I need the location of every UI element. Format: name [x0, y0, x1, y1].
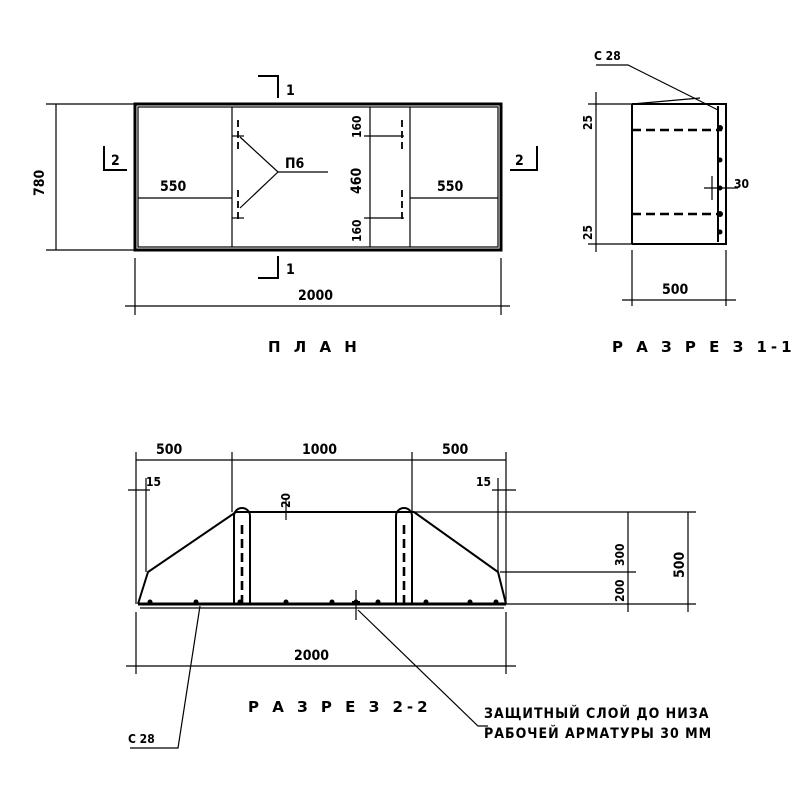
- section-1-1-view: С 28 30 25 25 500 Р А З Р Е З 1-1: [581, 49, 796, 356]
- cover-note: ЗАЩИТНЫЙ СЛОЙ ДО НИЗА РАБОЧЕЙ АРМАТУРЫ 3…: [484, 705, 712, 742]
- section-1-1-title: Р А З Р Е З 1-1: [612, 338, 796, 356]
- s22-dim-mid: 1000: [302, 442, 337, 458]
- plan-dim-bottom: 160: [350, 219, 364, 242]
- s22-loop-right: [395, 507, 413, 604]
- s22-dim-height: 500: [672, 551, 688, 578]
- section-2-2-view: 500 1000 500 15 15 20 300 200 500 2000 С…: [126, 442, 696, 749]
- s22-dim-edge-left: 15: [146, 475, 161, 489]
- s11-rebar-dot: [717, 157, 723, 163]
- plan-dim-left: 550: [160, 179, 187, 195]
- plan-leader-p6: [239, 136, 328, 173]
- s11-top-edge: [631, 97, 701, 105]
- s11-rebar-label: С 28: [594, 49, 621, 63]
- s11-dim-top: 25: [581, 115, 595, 130]
- s22-dim-loop: 20: [279, 493, 293, 508]
- plan-dim-top: 160: [350, 115, 364, 138]
- plan-rebar-label: П6: [285, 156, 305, 172]
- s22-dim-upper: 300: [613, 543, 627, 566]
- s22-dim-edge-right: 15: [476, 475, 491, 489]
- section-marker-1-top: [258, 75, 279, 98]
- s11-leader-c28: [596, 64, 719, 111]
- s22-rebar-dot: [329, 599, 335, 605]
- plan-dim-length: 2000: [298, 288, 333, 304]
- plan-inner-outline: [137, 106, 499, 248]
- plan-view: П6 550 550 460 160 160 780 2000 1 1 2 2 …: [32, 75, 538, 356]
- s11-dim-bottom: 25: [581, 225, 595, 240]
- s22-rebar-dot: [283, 599, 289, 605]
- s22-rebar-dot: [193, 599, 199, 605]
- s11-dim-width: 500: [662, 282, 689, 298]
- s11-dim-cover: 30: [734, 177, 749, 191]
- s11-rebar-dot: [717, 125, 723, 131]
- plan-dim-mid: 460: [349, 167, 365, 194]
- s11-outline: [632, 103, 727, 245]
- s22-rebar-dot: [237, 599, 243, 605]
- s22-dim-right: 500: [442, 442, 469, 458]
- s22-rebar-dot: [493, 599, 499, 605]
- section-2-2-title: Р А З Р Е З 2-2: [248, 698, 432, 716]
- section-marker-2-left: [103, 146, 127, 171]
- plan-leader-p6-b: [239, 171, 279, 209]
- plan-dim-right: 550: [437, 179, 464, 195]
- s22-rebar-label: С 28: [128, 732, 155, 746]
- plan-dim-width: 780: [32, 169, 48, 196]
- s22-loop-left: [233, 507, 251, 604]
- s22-rebar-dot: [147, 599, 153, 605]
- section-marker-2-right: [510, 146, 538, 171]
- plan-title: П Л А Н: [268, 338, 361, 356]
- s11-rebar-dot: [717, 229, 723, 235]
- s22-dim-lower: 200: [613, 579, 627, 602]
- s22-dim-length: 2000: [294, 648, 329, 664]
- s22-rebar-dot: [467, 599, 473, 605]
- section-marker-2-left-label: 2: [111, 153, 120, 169]
- section-marker-2-right-label: 2: [515, 153, 524, 169]
- note-line-2: РАБОЧЕЙ АРМАТУРЫ 30 ММ: [484, 725, 712, 742]
- s22-rebar-dot: [423, 599, 429, 605]
- s22-outline: [137, 511, 507, 605]
- s22-leader-c28: [130, 605, 201, 749]
- section-marker-1-bottom-label: 1: [286, 262, 295, 278]
- section-marker-1-top-label: 1: [286, 83, 295, 99]
- s22-rebar-dot: [375, 599, 381, 605]
- plan-outline: [133, 102, 503, 252]
- section-marker-1-bottom: [258, 256, 279, 279]
- s22-leader-note: [357, 609, 488, 727]
- note-line-1: ЗАЩИТНЫЙ СЛОЙ ДО НИЗА: [484, 705, 709, 722]
- s11-rebar-dot: [717, 211, 723, 217]
- s22-dim-left: 500: [156, 442, 183, 458]
